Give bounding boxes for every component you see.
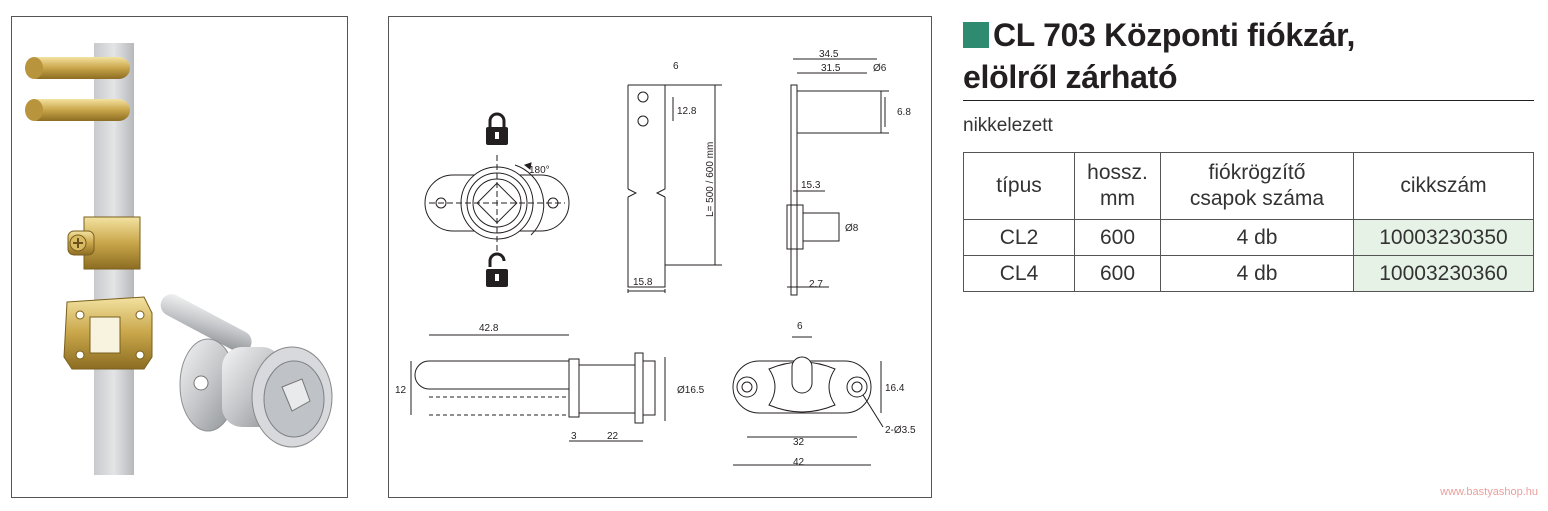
dim-label: 42 (793, 457, 805, 468)
dimension-drawing: 180° 6 12.8 L= 500 / 600 mm 15. (395, 49, 916, 468)
cell-code[interactable]: 10003230360 (1353, 255, 1534, 292)
technical-drawing: 180° 6 12.8 L= 500 / 600 mm 15. (388, 16, 932, 498)
lock-plate-view (732, 336, 884, 466)
title-line-2: elölről zárható (963, 59, 1178, 95)
dim-label: Ø8 (845, 223, 859, 234)
watermark: www.bastyashop.hu (1440, 486, 1538, 498)
bar-side-view (786, 58, 889, 296)
cell-length: 600 (1074, 219, 1161, 256)
dim-label: 6.8 (897, 107, 911, 118)
drawer-pin (25, 99, 130, 121)
strike-plate (63, 296, 153, 370)
lock-illustration (25, 43, 333, 475)
dim-label: Ø6 (873, 63, 887, 74)
bar-front-view (627, 84, 722, 293)
dim-label: 12.8 (677, 106, 697, 117)
cell-pins: 4 db (1160, 255, 1354, 292)
header-length: hossz.mm (1074, 152, 1161, 220)
cell-type: CL4 (963, 255, 1075, 292)
cell-code[interactable]: 10003230350 (1353, 219, 1534, 256)
dim-label: 34.5 (819, 49, 839, 60)
dim-label: 42.8 (479, 323, 499, 334)
cylinder-lock (160, 294, 333, 448)
dim-label: 32 (793, 437, 805, 448)
header-type: típus (963, 152, 1075, 220)
title-square-icon (963, 22, 989, 48)
lock-side-view (410, 334, 666, 442)
table-row: CL4 600 4 db 10003230360 (963, 255, 1534, 292)
dim-label: L= 500 / 600 mm (705, 142, 716, 217)
dim-label: 6 (673, 61, 679, 72)
dim-label: 12 (395, 385, 407, 396)
dim-label: 3 (571, 431, 577, 442)
product-photo (11, 16, 348, 498)
title-divider (963, 100, 1534, 101)
cell-type: CL2 (963, 219, 1075, 256)
finish-label: nikkelezett (963, 115, 1053, 136)
lock-open-icon (486, 252, 508, 287)
cell-pins: 4 db (1160, 219, 1354, 256)
dim-label: 15.8 (633, 277, 653, 288)
lock-bracket (67, 216, 141, 270)
dim-label: 15.3 (801, 180, 821, 191)
table-row: CL2 600 4 db 10003230350 (963, 219, 1534, 256)
cell-length: 600 (1074, 255, 1161, 292)
dim-label: 16.4 (885, 383, 905, 394)
header-code: cikkszám (1353, 152, 1534, 220)
product-title: CL 703 Központi fiókzár, elölről zárható (963, 14, 1534, 98)
title-line-1: CL 703 Központi fiókzár, (993, 17, 1356, 53)
dim-label: Ø16.5 (677, 385, 705, 396)
lock-closed-icon (486, 112, 508, 145)
dim-label: 2.7 (809, 279, 823, 290)
dim-label: 22 (607, 431, 619, 442)
dim-label: 2-Ø3.5 (885, 425, 916, 436)
lock-front-view (424, 155, 570, 251)
rotation-label: 180° (529, 165, 550, 176)
drawer-pin (25, 57, 130, 79)
dim-label: 31.5 (821, 63, 841, 74)
dim-label: 6 (797, 321, 803, 332)
